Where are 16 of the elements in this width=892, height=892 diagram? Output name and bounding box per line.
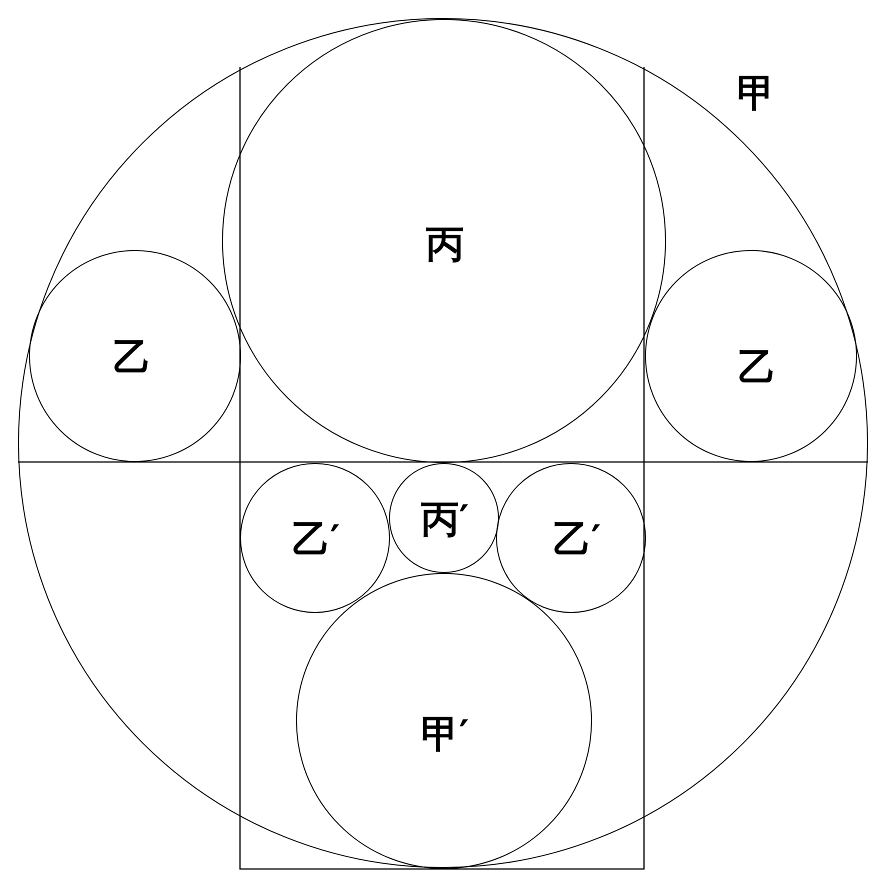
circle-label: 乙 <box>113 338 151 376</box>
circle-label: 丙′ <box>420 500 470 538</box>
circle-label: 甲 <box>737 74 775 112</box>
circle <box>240 463 390 613</box>
circle <box>296 573 592 869</box>
circle-label: 乙 <box>738 348 776 386</box>
circle-label: 丙 <box>426 225 464 263</box>
circle-label: 甲′ <box>420 715 470 753</box>
circle <box>222 19 666 463</box>
circle <box>496 463 646 613</box>
circle-label: 乙′ <box>552 520 602 558</box>
circle <box>18 18 868 868</box>
circle <box>389 463 499 573</box>
circle-label: 乙′ <box>292 520 340 558</box>
circle <box>645 250 857 462</box>
circle <box>29 250 241 462</box>
